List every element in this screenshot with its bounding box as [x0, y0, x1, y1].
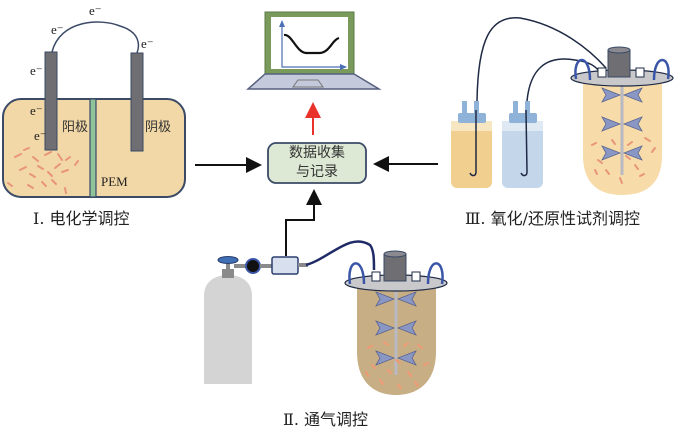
caption-electrochemical: Ⅰ. 电化学调控	[33, 209, 130, 228]
caption-redox: Ⅲ. 氧化/还原性试剂调控	[465, 209, 640, 228]
laptop-icon	[246, 11, 382, 90]
pem-label: PEM	[101, 174, 128, 189]
flow-meter	[271, 256, 299, 275]
microbes	[7, 147, 79, 194]
arrow-from-aeration	[285, 189, 322, 256]
pressure-gauge	[245, 258, 261, 274]
electron-label: e⁻	[34, 128, 47, 143]
valve-handle	[217, 256, 239, 264]
electron-label: e⁻	[30, 103, 43, 118]
gas-cylinder	[204, 275, 252, 384]
cathode-electrode	[130, 52, 144, 152]
data-collection-box	[267, 142, 367, 184]
anode-electrode	[44, 51, 58, 151]
caption-aeration: Ⅱ. 通气调控	[283, 410, 369, 429]
electron-label: e⁻	[89, 3, 102, 18]
redox-setup	[451, 17, 674, 195]
data-collection-line1: 数据收集	[289, 145, 345, 161]
aeration-setup	[204, 240, 448, 395]
electron-label: e⁻	[141, 36, 154, 51]
cathode-label: 阴极	[145, 120, 172, 135]
anode-label: 阳极	[62, 120, 89, 135]
data-collection-line2: 与记录	[296, 164, 338, 180]
external-wire	[51, 21, 140, 54]
electrochemical-cell	[2, 21, 186, 198]
electron-label: e⁻	[30, 63, 43, 78]
electron-label: e⁻	[51, 22, 64, 37]
pem-membrane	[89, 98, 97, 198]
data-collection-label: 数据收集 与记录	[266, 144, 368, 182]
